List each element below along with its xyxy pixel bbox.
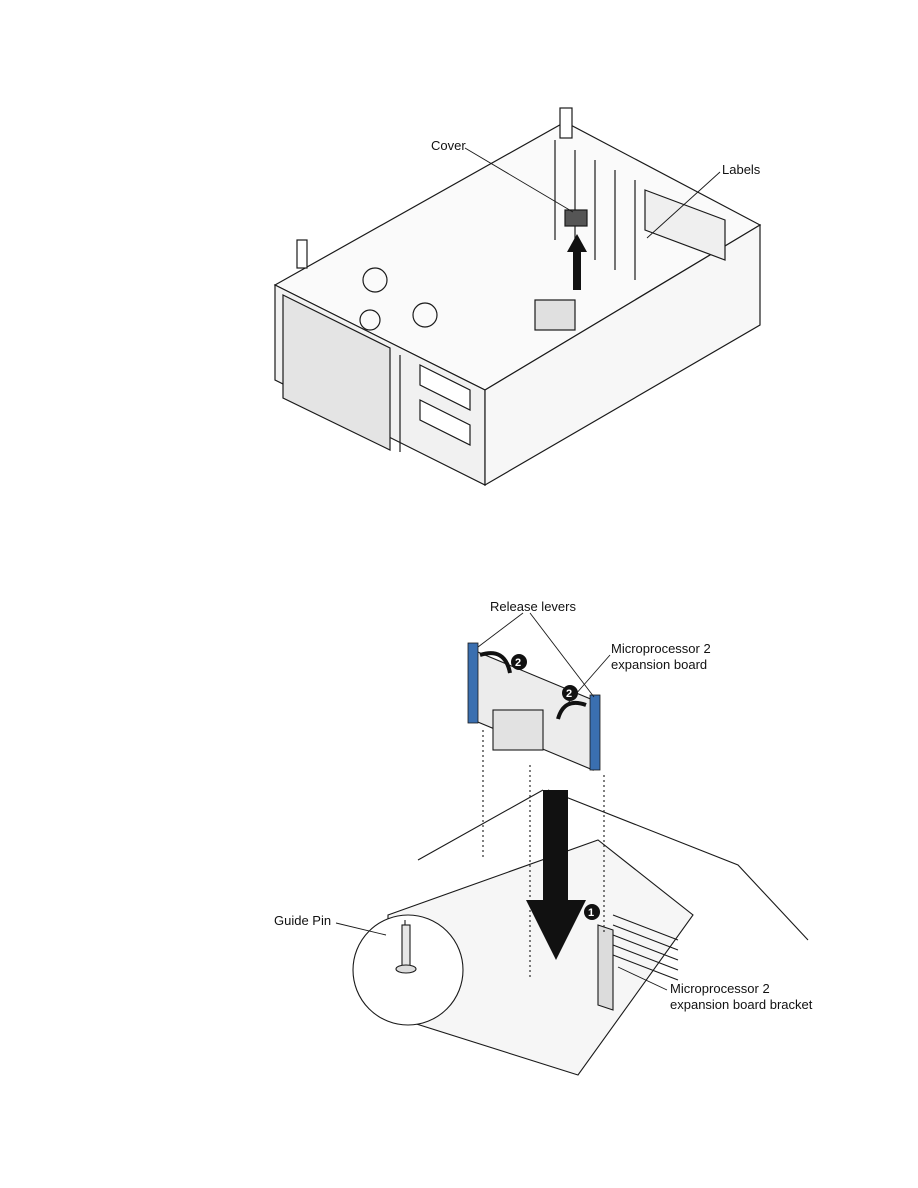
label-guide-pin: Guide Pin: [274, 913, 331, 928]
front-bezel-mesh: [282, 294, 391, 451]
release-lever-left: [467, 642, 479, 724]
label-cover: Cover: [431, 138, 466, 153]
label-labels: Labels: [722, 162, 761, 177]
label-release-levers: Release levers: [490, 599, 576, 614]
chassis-handle-left: [296, 239, 308, 269]
release-lever-right: [589, 694, 601, 771]
callout-step-2a: 2: [511, 654, 527, 670]
expansion-board-drawing: 2 2 1 Release levers Microprocessor 2 ex…: [274, 599, 813, 1076]
fan-2: [412, 302, 438, 328]
dimm-slots: [612, 914, 679, 981]
server-chassis-figure: Cover Labels: [255, 100, 775, 495]
lever-rotation-arrow-right: [556, 700, 587, 720]
expansion-board-bracket: [597, 924, 614, 1011]
guide-pin: [401, 924, 411, 968]
label-board-line1: Microprocessor 2: [611, 641, 711, 656]
server-chassis-drawing: Cover Labels: [273, 107, 762, 487]
chassis-side: [484, 223, 761, 487]
svg-text:1: 1: [588, 907, 594, 919]
chassis-handle-back: [559, 107, 573, 139]
svg-text:2: 2: [566, 688, 572, 700]
fan-3: [359, 309, 381, 331]
power-supply: [644, 189, 726, 261]
label-bracket-line2: expansion board bracket: [670, 997, 813, 1012]
chassis-rail-2: [417, 789, 544, 861]
callout-step-2b: 2: [562, 685, 578, 701]
cover-part: [564, 209, 588, 227]
heat-sink-plate: [492, 709, 544, 751]
lift-arrow: [567, 234, 587, 290]
optical-drive-bay-2: [419, 399, 471, 446]
alignment-guides: [482, 730, 605, 980]
pci-slots: [554, 140, 636, 280]
chassis-rail: [547, 789, 809, 941]
fan-1: [362, 267, 388, 293]
optical-drive-bay: [419, 364, 471, 411]
lever-rotation-arrow-left: [479, 651, 512, 674]
svg-text:2: 2: [515, 657, 521, 669]
processor-socket: [534, 299, 576, 331]
insertion-arrow: [526, 790, 586, 960]
callout-step-1: 1: [584, 904, 600, 920]
label-board-line2: expansion board: [611, 657, 707, 672]
expansion-board-figure: 2 2 1 Release levers Microprocessor 2 ex…: [268, 595, 813, 1085]
label-bracket-line1: Microprocessor 2: [670, 981, 770, 996]
